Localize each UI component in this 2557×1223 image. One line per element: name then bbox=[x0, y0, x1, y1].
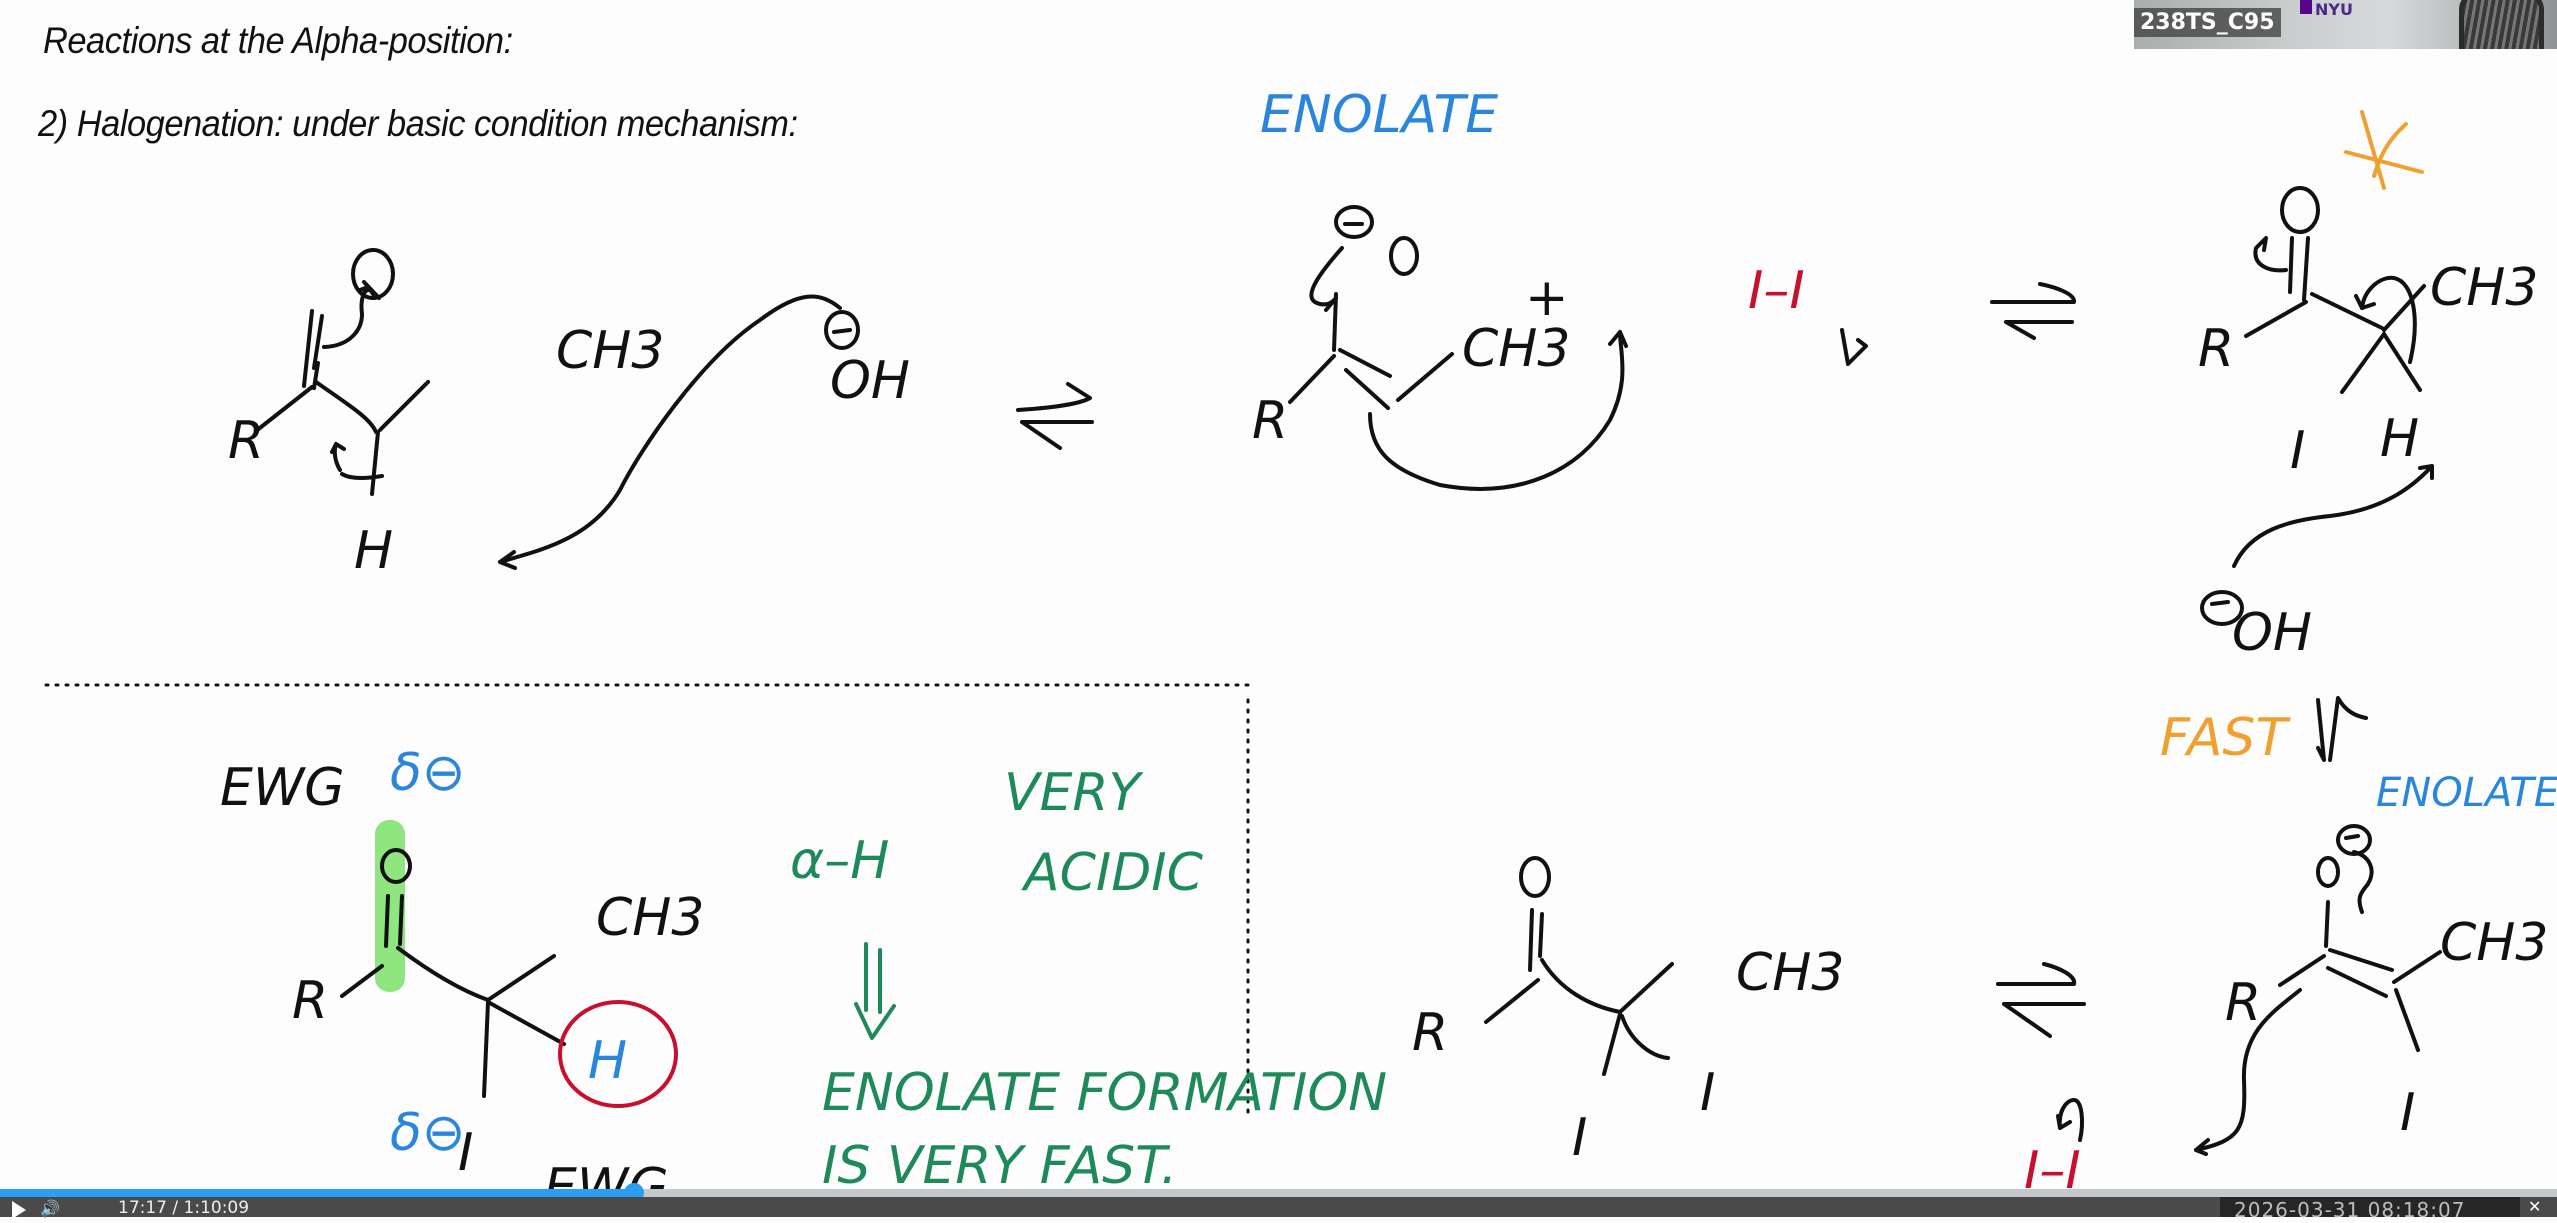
star-mark bbox=[2344, 110, 2424, 190]
svg-text:I–I: I–I bbox=[1748, 261, 1805, 321]
webcam-room-label: 238TS_C95 bbox=[2134, 8, 2281, 37]
svg-text:OH: OH bbox=[2232, 603, 2312, 663]
ewg-example: EWG δ⊖ R CH3 H δ⊖ I EWG bbox=[220, 743, 705, 1190]
fast-equilibrium: FAST ENOLATE bbox=[2160, 696, 2557, 816]
volume-icon[interactable]: 🔊 bbox=[40, 1199, 60, 1218]
svg-text:EWG: EWG bbox=[220, 758, 345, 818]
handwritten-annotations: R CH3 H OH bbox=[44, 85, 2557, 1190]
svg-text:I: I bbox=[1572, 1108, 1587, 1168]
svg-text:H: H bbox=[354, 521, 393, 581]
step1-ketone: R CH3 H OH bbox=[228, 248, 910, 581]
svg-text:δ⊖: δ⊖ bbox=[390, 1103, 465, 1163]
close-icon[interactable]: ✕ bbox=[2528, 1197, 2542, 1216]
svg-text:I: I bbox=[2290, 421, 2305, 481]
video-progress-bar[interactable] bbox=[0, 1183, 2557, 1203]
svg-text:I: I bbox=[1700, 1063, 1715, 1123]
recording-datestamp: 2026-03-31 08:18:07 bbox=[2220, 1197, 2520, 1222]
play-icon[interactable] bbox=[12, 1201, 26, 1219]
step2-enolate: ENOLATE R CH3 + I–I bbox=[1252, 85, 1868, 491]
svg-text:δ⊖: δ⊖ bbox=[390, 743, 465, 803]
svg-text:R: R bbox=[228, 411, 264, 471]
svg-text:CH3: CH3 bbox=[2430, 258, 2539, 318]
dotted-separator bbox=[44, 683, 1250, 1117]
svg-text:CH3: CH3 bbox=[1462, 319, 1571, 379]
svg-text:CH3: CH3 bbox=[1736, 943, 1845, 1003]
svg-text:R: R bbox=[2225, 973, 2261, 1033]
svg-text:α–H: α–H bbox=[790, 831, 889, 891]
step5-diiodo-product: R CH3 I I bbox=[1412, 856, 1845, 1168]
svg-text:EWG: EWG bbox=[544, 1158, 669, 1190]
svg-text:ENOLATE: ENOLATE bbox=[2376, 770, 2557, 816]
svg-text:FAST: FAST bbox=[2160, 708, 2291, 768]
svg-text:ACIDIC: ACIDIC bbox=[1021, 843, 1204, 903]
svg-text:IS VERY FAST.: IS VERY FAST. bbox=[822, 1136, 1177, 1190]
svg-text:+: + bbox=[1525, 268, 1569, 328]
lecture-slide: Reactions at the Alpha-position: 2) Halo… bbox=[38, 20, 2557, 1190]
svg-text:CH3: CH3 bbox=[596, 888, 705, 948]
svg-text:R: R bbox=[2198, 319, 2234, 379]
svg-text:CH3: CH3 bbox=[556, 321, 665, 381]
time-display: 17:17 / 1:10:09 bbox=[118, 1198, 250, 1218]
progress-played bbox=[0, 1189, 635, 1197]
webcam-overlay: NYU 238TS_C95 bbox=[2134, 0, 2557, 49]
svg-text:R: R bbox=[1412, 1003, 1448, 1063]
equilibrium-arrow-3 bbox=[1996, 962, 2086, 1038]
green-notes: α–H VERY ACIDIC ENOLATE FORMATION IS VER… bbox=[790, 763, 1387, 1190]
equilibrium-arrow-1 bbox=[1016, 382, 1094, 450]
svg-text:I–I: I–I bbox=[2024, 1141, 2081, 1190]
slide-subheading: 2) Halogenation: under basic condition m… bbox=[38, 103, 798, 144]
office-chair bbox=[2459, 0, 2544, 49]
step4-enolate: CH3 R I I–I bbox=[2024, 824, 2549, 1190]
svg-text:CH3: CH3 bbox=[2440, 913, 2549, 973]
svg-text:H: H bbox=[2380, 409, 2419, 469]
equilibrium-arrow-2 bbox=[1990, 282, 2076, 340]
svg-text:ENOLATE: ENOLATE bbox=[1260, 85, 1498, 145]
slide-heading: Reactions at the Alpha-position: bbox=[43, 20, 513, 61]
svg-text:I: I bbox=[458, 1123, 473, 1183]
svg-text:H: H bbox=[588, 1031, 627, 1091]
nyu-torch-icon bbox=[2300, 0, 2312, 14]
svg-text:I: I bbox=[2400, 1083, 2415, 1143]
svg-text:ENOLATE FORMATION: ENOLATE FORMATION bbox=[822, 1063, 1387, 1123]
svg-text:OH: OH bbox=[830, 351, 910, 411]
step3-intermediate: R CH3 I H OH bbox=[2198, 186, 2539, 663]
svg-text:R: R bbox=[292, 971, 328, 1031]
video-control-bar: 🔊 17:17 / 1:10:09 2026-03-31 08:18:07 ✕ bbox=[0, 1197, 2557, 1222]
svg-text:VERY: VERY bbox=[1004, 763, 1145, 823]
svg-text:R: R bbox=[1252, 391, 1288, 451]
nyu-sign: NYU bbox=[2300, 0, 2353, 19]
